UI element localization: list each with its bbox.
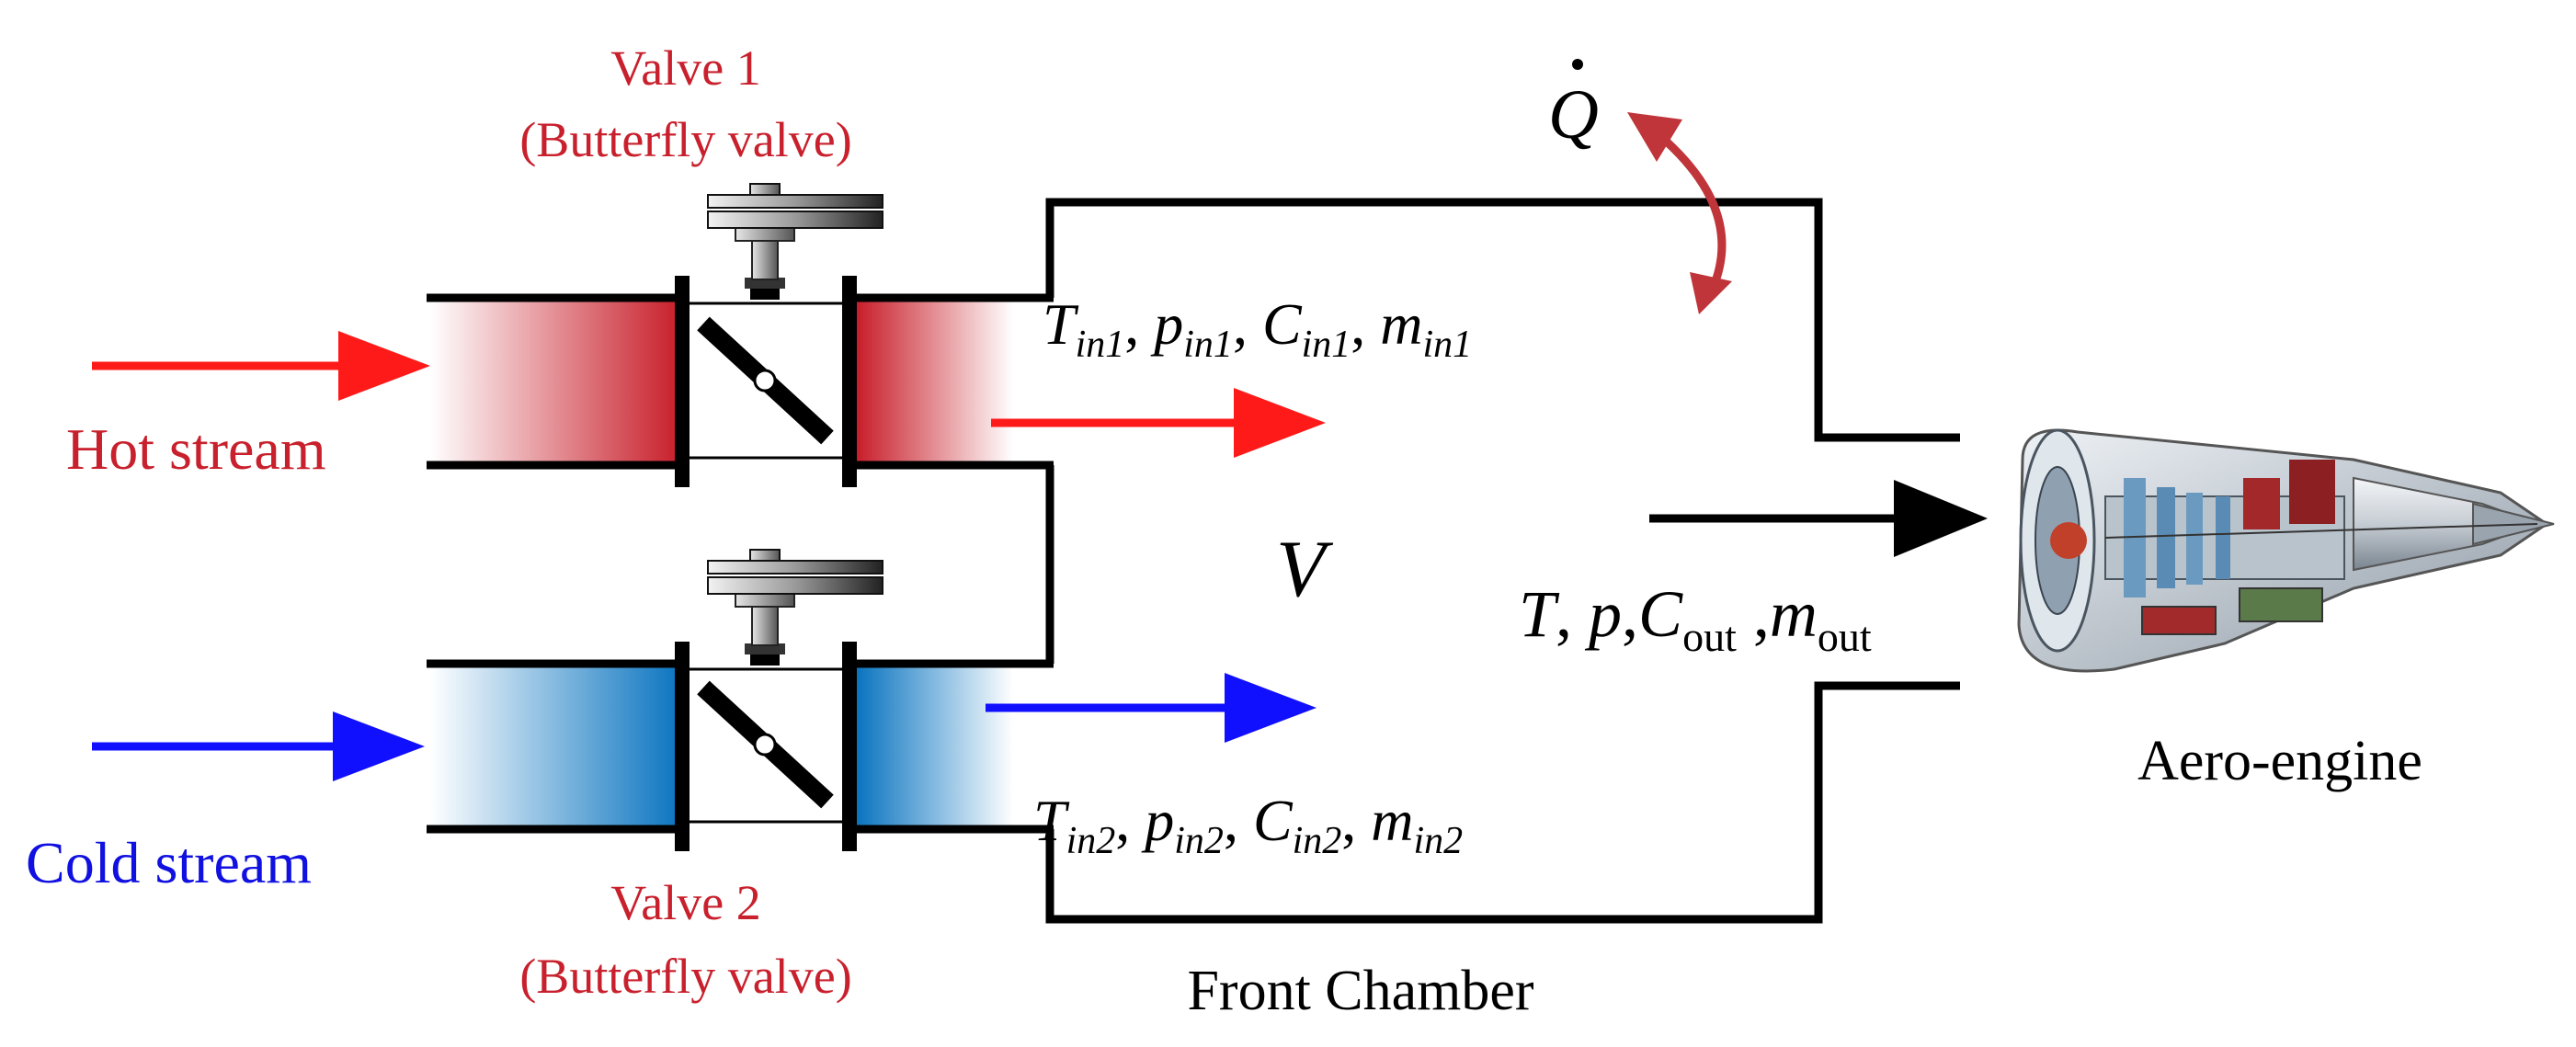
cold-stream-inlet-arrow [92,711,425,781]
valve-1-flange-right [842,276,857,487]
valve-2-name: Valve 2 [610,875,760,930]
valve-2-flange-left [675,642,690,851]
volume-symbol: V [1276,525,1334,614]
outlet-flow-arrow [1649,480,1988,557]
valve-1-pivot [753,369,777,393]
valve-1-handwheel [707,183,883,300]
heat-symbol-text: Q [1548,76,1599,154]
inlet-2-variables: Tin2, pin2, Cin2, min2 [1033,788,1463,862]
hot-inlet-pipe-fill [430,300,680,463]
valve-2-handwheel [707,549,883,666]
heat-exchange-arrow [1627,112,1732,314]
cold-outlet-pipe-fill [857,666,1013,827]
chamber-outline-bottom [1045,681,1960,924]
cold-stream-label: Cold stream [26,830,312,895]
valve-1-type: (Butterfly valve) [519,112,851,167]
valve-2-pivot [753,733,777,757]
valve-2-assembly [427,549,1054,851]
heat-symbol: Q [1548,59,1599,154]
aero-engine-illustration [2017,428,2555,673]
valve-1-assembly [427,183,1054,487]
cold-inlet-pipe-fill [430,666,680,827]
inlet-1-variables: Tin1, pin1, Cin1, min1 [1043,291,1472,366]
front-chamber-label: Front Chamber [1187,960,1533,1022]
outlet-variables: T, p,Cout ,mout [1519,577,1872,660]
valve-1-name: Valve 1 [610,40,760,96]
hot-outlet-pipe-fill [857,300,1013,463]
hot-stream-label: Hot stream [66,416,326,482]
valve-2-type: (Butterfly valve) [519,949,851,1004]
valve-1-flange-left [675,276,690,487]
hot-stream-inlet-arrow [92,331,430,401]
cold-stream-chamber-arrow [986,673,1316,743]
valve-2-flange-right [842,642,857,851]
aero-engine-label: Aero-engine [2137,730,2422,792]
hot-stream-chamber-arrow [991,388,1326,458]
chamber-outline-top [1045,198,1960,442]
